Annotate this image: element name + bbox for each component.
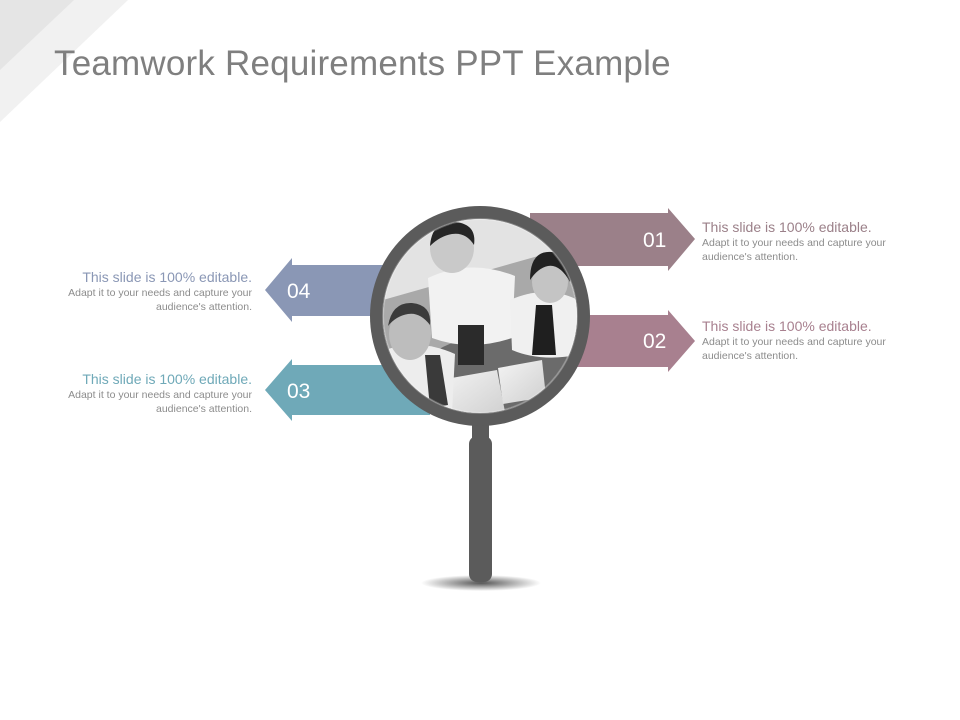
step-02-body: Adapt it to your needs and capture your …: [702, 336, 886, 362]
step-03-description: This slide is 100% editable. Adapt it to…: [56, 371, 252, 416]
step-04-description: This slide is 100% editable. Adapt it to…: [56, 269, 252, 314]
step-01-body: Adapt it to your needs and capture your …: [702, 237, 886, 263]
corner-decoration: [0, 0, 128, 122]
step-02-description: This slide is 100% editable. Adapt it to…: [702, 318, 898, 363]
step-04-body: Adapt it to your needs and capture your …: [68, 287, 252, 313]
handle-shadow: [421, 575, 541, 591]
step-03-heading: This slide is 100% editable.: [82, 371, 252, 387]
step-04-number: 04: [287, 280, 311, 303]
arrow-step-04: [265, 258, 400, 322]
page-title: Teamwork Requirements PPT Example: [54, 44, 671, 83]
step-04-heading: This slide is 100% editable.: [82, 269, 252, 285]
arrow-step-02: [560, 310, 695, 372]
step-03-body: Adapt it to your needs and capture your …: [68, 389, 252, 415]
step-03-number: 03: [287, 380, 310, 403]
step-01-heading: This slide is 100% editable.: [702, 219, 872, 235]
step-01-number: 01: [643, 229, 666, 252]
step-02-number: 02: [643, 330, 666, 353]
step-02-heading: This slide is 100% editable.: [702, 318, 872, 334]
step-01-description: This slide is 100% editable. Adapt it to…: [702, 219, 898, 264]
